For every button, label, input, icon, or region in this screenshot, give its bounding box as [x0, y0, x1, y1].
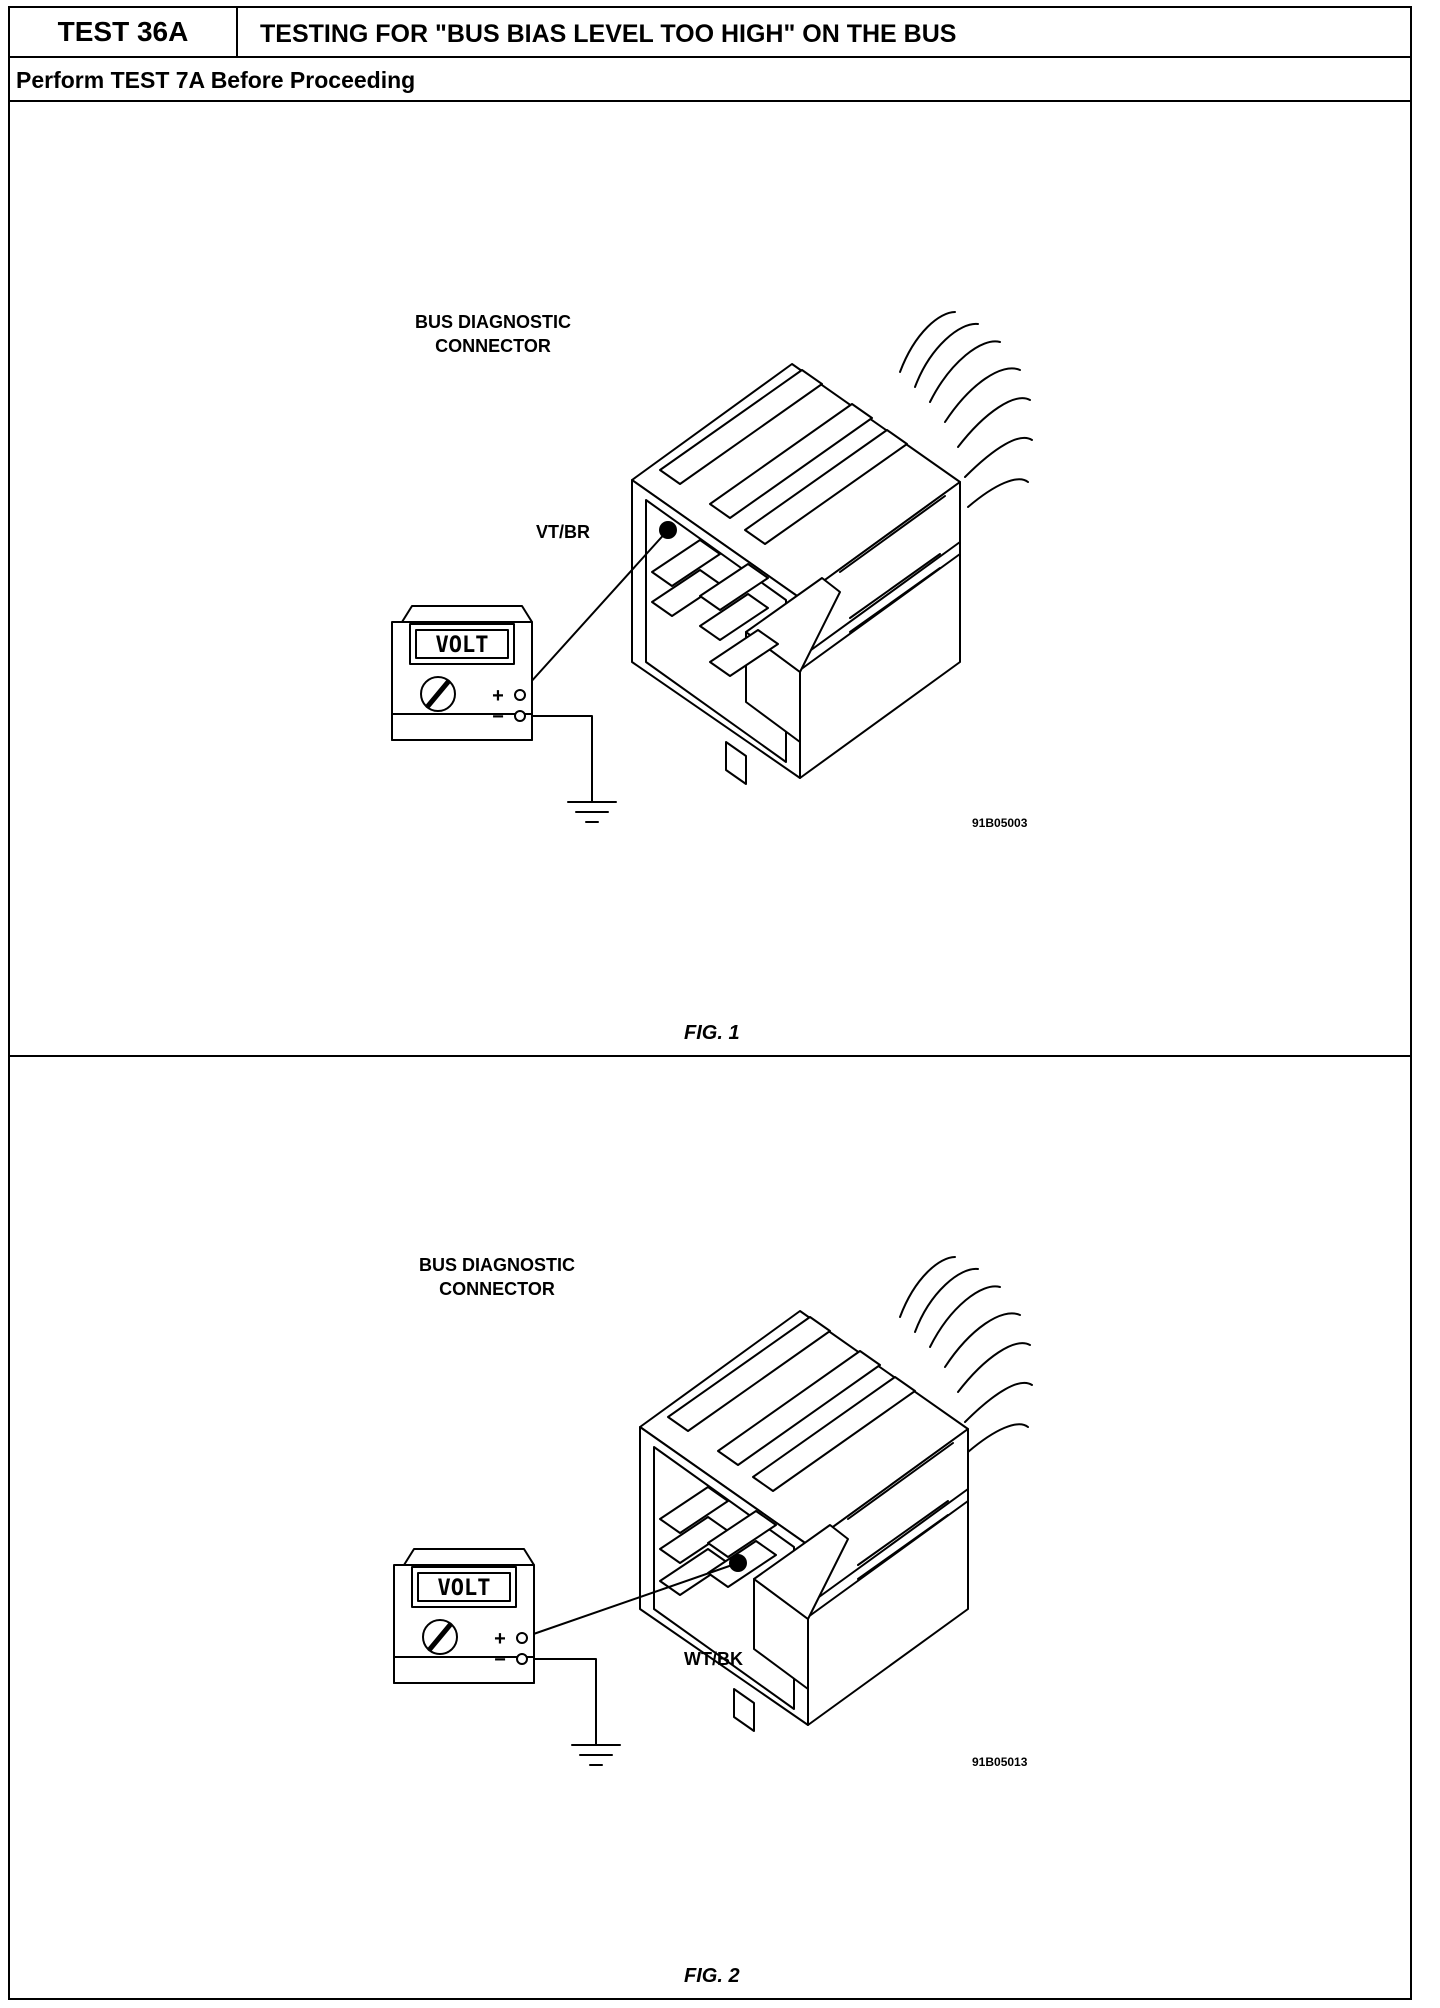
ground-wire — [521, 1658, 597, 1742]
figure-2-panel: VOLT + − BUS DIAGNOSTIC CONNECTOR WT/BK … — [10, 1057, 1410, 1998]
meter-plus-symbol: + — [494, 1628, 506, 1650]
test-point-dot — [659, 521, 677, 539]
meter-display-label: VOLT — [438, 1576, 491, 1601]
terminal-pins — [651, 539, 779, 677]
probe-wire-positive — [521, 1562, 739, 1639]
header-row: TEST 36A TESTING FOR "BUS BIAS LEVEL TOO… — [10, 8, 1410, 58]
test-id: TEST 36A — [10, 8, 238, 56]
figure-1-drawing: VOLT + − — [391, 311, 1033, 823]
ground-symbol — [567, 797, 617, 823]
ground-wire — [519, 715, 593, 799]
wire-bundle — [899, 311, 1033, 508]
wire-color-label: WT/BK — [684, 1649, 743, 1669]
test-sheet: TEST 36A TESTING FOR "BUS BIAS LEVEL TOO… — [8, 6, 1412, 2000]
wire-bundle — [899, 1256, 1033, 1453]
image-code: 91B05003 — [972, 816, 1028, 830]
ground-symbol — [571, 1740, 621, 1766]
meter-plus-symbol: + — [492, 685, 504, 707]
wire-color-label: VT/BR — [536, 522, 590, 542]
connector-label: BUS DIAGNOSTIC CONNECTOR — [418, 1255, 575, 1299]
test-title: TESTING FOR "BUS BIAS LEVEL TOO HIGH" ON… — [260, 20, 957, 48]
connector-label: BUS DIAGNOSTIC CONNECTOR — [414, 312, 571, 356]
probe-wire-positive — [519, 529, 669, 695]
meter-minus-symbol: − — [492, 706, 504, 728]
test-point-dot — [729, 1554, 747, 1572]
figure-caption: FIG. 2 — [684, 1965, 740, 1987]
connector-body — [639, 1310, 969, 1732]
prerequisite-row: Perform TEST 7A Before Proceeding — [10, 58, 1410, 102]
figure-1-panel: VOLT + − BUS DIAGNOSTIC CONNECTOR VT/BR … — [10, 102, 1410, 1057]
meter-minus-symbol: − — [494, 1649, 506, 1671]
voltmeter — [393, 1548, 535, 1684]
meter-display-label: VOLT — [436, 633, 489, 658]
voltmeter — [391, 605, 533, 741]
figure-caption: FIG. 1 — [684, 1022, 740, 1044]
prerequisite-text: Perform TEST 7A Before Proceeding — [16, 67, 416, 93]
figure-2-drawing: VOLT + − — [393, 1256, 1033, 1766]
image-code: 91B05013 — [972, 1755, 1028, 1769]
